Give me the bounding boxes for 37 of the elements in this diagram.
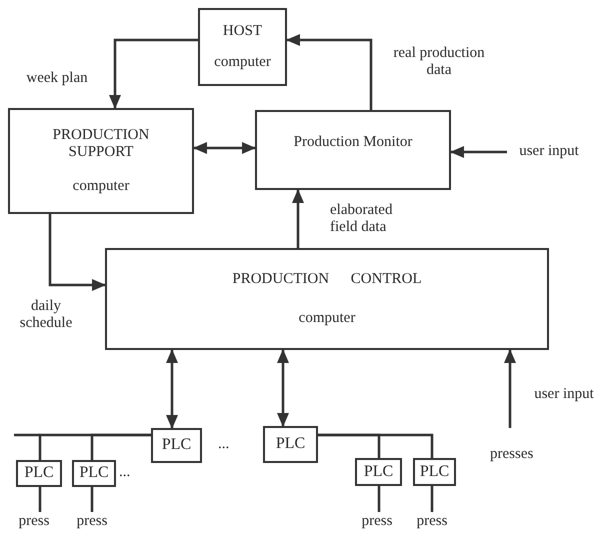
press-label: press [70,512,114,532]
press-label: press [410,512,454,532]
connector-line [90,434,151,460]
arrow [286,34,372,110]
box-title: Production Monitor [294,134,412,152]
connector-line [90,487,94,512]
plc-box: PLC [151,428,202,463]
box-title: PRODUCTION SUPPORT [52,126,150,162]
connector-line [378,486,380,512]
box-subtitle: computer [72,178,130,196]
box-subtitle: computer [214,54,271,71]
computer-box [105,248,549,350]
computer-box [8,108,194,214]
arrow [277,349,289,427]
arrow [109,38,198,109]
plc-box: PLC [355,458,402,486]
arrow [450,146,507,158]
plc-box: PLC [413,458,456,486]
connector-line [430,486,434,512]
computer-box [198,8,287,86]
arrow [48,214,106,291]
computer-box [255,110,451,190]
arrow [166,349,178,429]
connector-line [318,434,434,458]
input-label: user input [507,142,591,162]
box-subtitle: computer [298,310,356,327]
press-label: press [12,512,56,532]
arrow [292,189,304,248]
plc-box: PLC [72,460,116,487]
arrow [504,349,516,428]
box-title: PRODUCTION CONTROL [232,271,422,288]
press-label: press [355,512,399,532]
arrow [193,142,256,154]
plc-box: PLC [16,460,62,487]
plc-box: PLC [263,426,318,463]
connector-line [38,487,42,512]
box-title: HOST [222,23,262,40]
